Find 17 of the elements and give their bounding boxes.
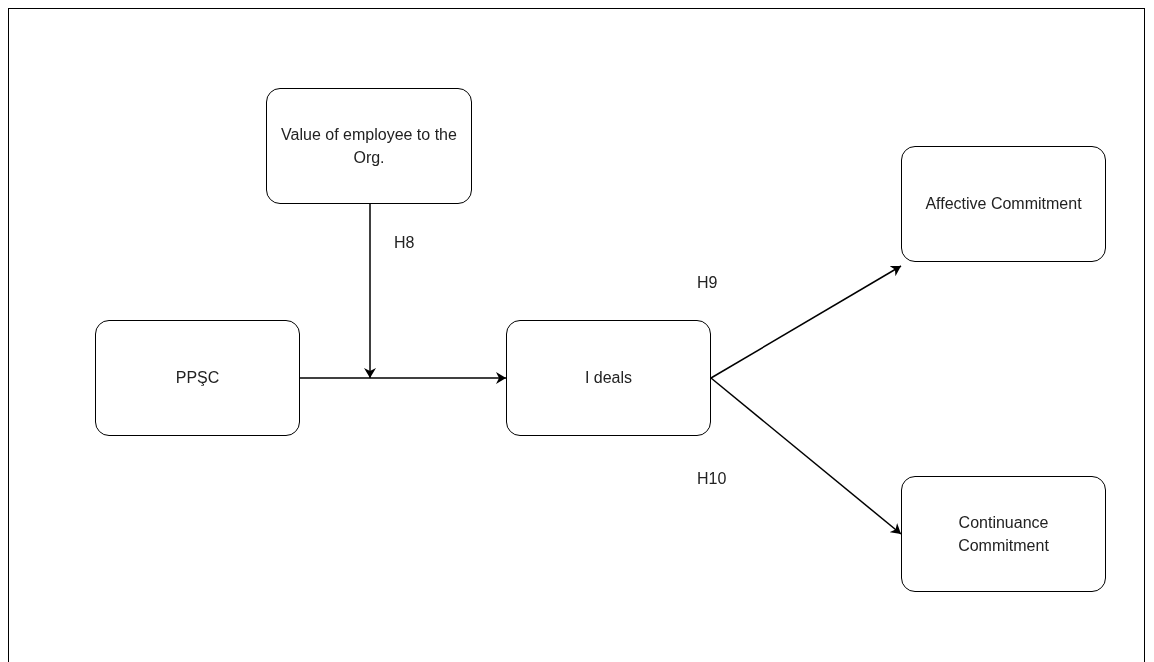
hypothesis-label: H9 bbox=[697, 274, 718, 292]
process-box bbox=[506, 320, 711, 436]
hypothesis-label: H8 bbox=[394, 234, 415, 252]
process-box bbox=[95, 320, 300, 436]
process-box bbox=[901, 146, 1106, 262]
hypothesis-label: H10 bbox=[697, 470, 727, 488]
node-text: PPŞC bbox=[175, 368, 220, 389]
node-text: Affective Commitment bbox=[925, 194, 1082, 215]
arrow bbox=[710, 265, 902, 379]
node-text: I deals bbox=[584, 368, 633, 389]
node-text: Value of employee to the Org. bbox=[280, 124, 458, 168]
node-text: Continuance Commitment bbox=[957, 512, 1050, 556]
arrow bbox=[299, 372, 507, 384]
process-box bbox=[901, 476, 1106, 592]
arrow bbox=[710, 377, 902, 535]
process-box bbox=[266, 88, 472, 204]
arrow bbox=[364, 203, 376, 379]
